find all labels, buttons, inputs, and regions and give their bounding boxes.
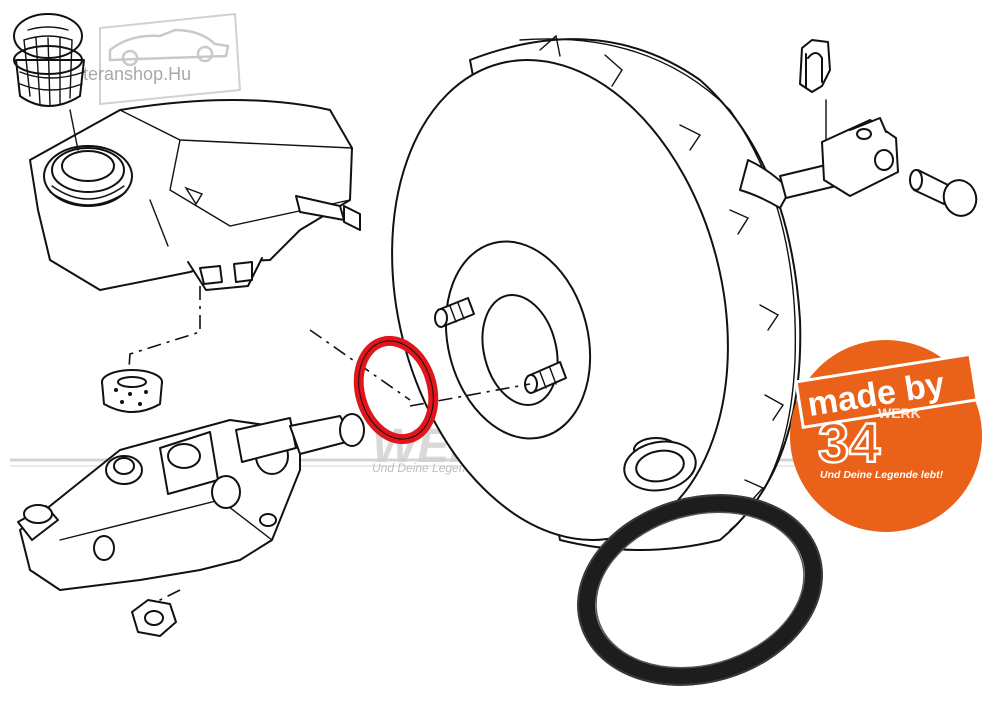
- o-ring-seal-icon: [353, 335, 439, 445]
- retaining-clip-icon: [799, 39, 831, 93]
- badge-number: 34: [818, 411, 880, 474]
- brake-booster-icon: [391, 34, 802, 551]
- pushrod-clevis-icon: [739, 99, 899, 209]
- brake-fluid-reservoir-icon: [29, 99, 361, 291]
- watermark-car-icon: [99, 12, 242, 106]
- mounting-nut-icon: [131, 599, 177, 637]
- clevis-pin-icon: [909, 169, 978, 217]
- booster-stud-upper: [434, 297, 475, 328]
- seal-ring-photo-icon: [577, 494, 823, 686]
- reservoir-strainer-icon: [13, 13, 85, 107]
- badge-werk: WERK: [878, 405, 921, 421]
- werk34-badge: made by WERK 34 Und Deine Legende lebt!: [790, 340, 982, 532]
- reservoir-grommet-icon: [101, 369, 163, 413]
- watermark-shop-name: Veteranshop.Hu: [62, 64, 191, 84]
- badge-tagline: Und Deine Legende lebt!: [820, 469, 944, 481]
- booster-stud-lower: [524, 361, 567, 394]
- master-cylinder-icon: [17, 413, 365, 591]
- booster-spacer-icon: [623, 440, 697, 492]
